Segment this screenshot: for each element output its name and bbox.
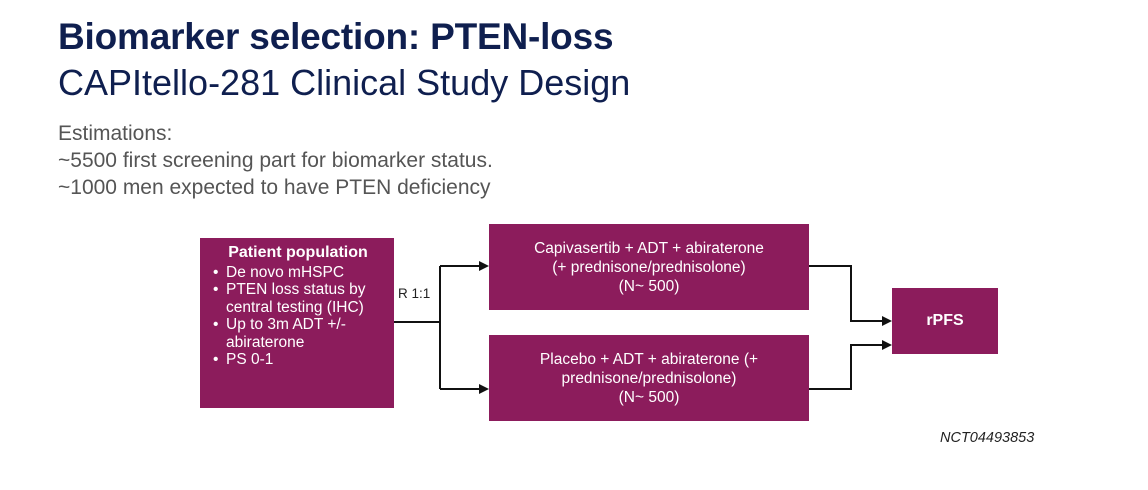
trial-id: NCT04493853 xyxy=(940,430,1035,446)
estimations-heading: Estimations: xyxy=(58,122,173,145)
treatment-arm-placebo: Placebo + ADT + abiraterone (+ prednison… xyxy=(489,335,809,421)
page-subtitle: CAPItello-281 Clinical Study Design xyxy=(58,62,631,103)
arrow-arm-2-to-rpfs xyxy=(809,340,892,390)
arrow-arm-1-to-rpfs xyxy=(809,265,892,326)
endpoint-rpfs-box: rPFS xyxy=(892,288,998,354)
list-item: Up to 3m ADT +/- abiraterone xyxy=(213,316,386,351)
estimation-line: ~5500 first screening part for biomarker… xyxy=(58,149,493,172)
population-criteria-list: De novo mHSPC PTEN loss status by centra… xyxy=(210,264,386,369)
treatment-arm-capivasertib: Capivasertib + ADT + abiraterone (+ pred… xyxy=(489,224,809,310)
patient-population-box: Patient population De novo mHSPC PTEN lo… xyxy=(200,238,394,408)
estimations-block: Estimations: ~5500 first screening part … xyxy=(58,120,493,201)
randomization-label: R 1:1 xyxy=(398,286,431,301)
arm-line: (+ prednisone/prednisolone) xyxy=(552,258,746,276)
arm-line: Capivasertib + ADT + abiraterone xyxy=(534,239,764,257)
patient-population-heading: Patient population xyxy=(228,244,368,261)
list-item: De novo mHSPC xyxy=(213,264,386,282)
list-item: PS 0-1 xyxy=(213,351,386,369)
arm-line: prednisone/prednisolone) xyxy=(561,369,737,387)
arm-line: (N~ 500) xyxy=(618,388,680,406)
arm-line: Placebo + ADT + abiraterone (+ xyxy=(539,350,759,368)
arm-line: (N~ 500) xyxy=(618,277,680,295)
page-title: Biomarker selection: PTEN-loss xyxy=(58,16,614,57)
estimation-line: ~1000 men expected to have PTEN deficien… xyxy=(58,176,491,199)
list-item: PTEN loss status by central testing (IHC… xyxy=(213,281,386,316)
